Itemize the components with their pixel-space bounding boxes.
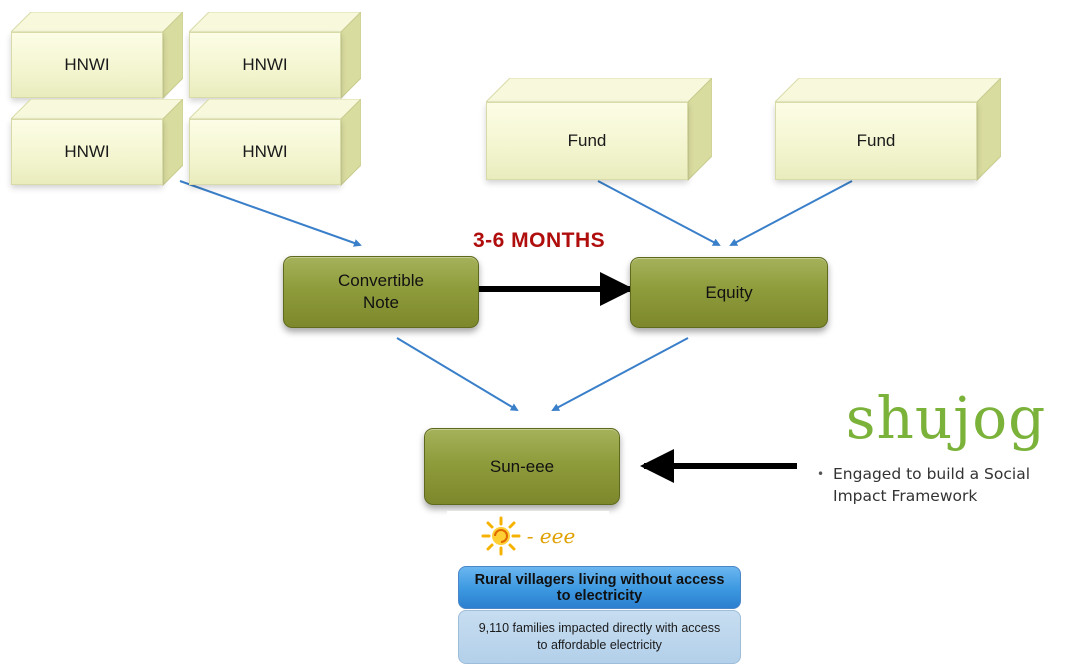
convertible-note-box: Convertible Note [283,256,479,328]
hnwi-label: HNWI [11,32,163,98]
hnwi-label: HNWI [189,32,341,98]
fund-label: Fund [775,102,977,180]
beneficiaries-impact: 9,110 families impacted directly with ac… [458,610,741,664]
shujog-note: • Engaged to build a Social Impact Frame… [817,463,1082,507]
sun-icon [481,516,521,556]
hnwi-box: HNWI [189,12,361,100]
hnwi-label: HNWI [189,119,341,185]
timeline-label: 3-6 MONTHS [473,229,606,252]
arrow-fund1-to-equity [597,180,721,246]
equity-box: Equity [630,257,828,328]
bullet-icon: • [817,467,825,481]
sun-eee-logo-text: - eee [526,524,576,548]
beneficiaries-headline: Rural villagers living without access to… [458,566,741,609]
hnwi-label: HNWI [11,119,163,185]
fund-box: Fund [486,78,712,181]
sun-eee-box: Sun-eee [424,428,620,505]
shujog-logo: shujog [835,375,1057,461]
hnwi-box: HNWI [189,99,361,187]
fund-box: Fund [775,78,1001,181]
sun-eee-logo: - eee [447,511,609,561]
arrow-hnwi-to-note [179,180,362,247]
hnwi-box: HNWI [11,99,183,187]
shujog-note-text: Engaged to build a Social Impact Framewo… [833,465,1031,505]
fund-label: Fund [486,102,688,180]
hnwi-box: HNWI [11,12,183,100]
arrow-note-to-suneee [396,337,519,412]
arrow-equity-to-suneee [551,337,689,411]
arrow-fund2-to-equity [729,180,853,246]
